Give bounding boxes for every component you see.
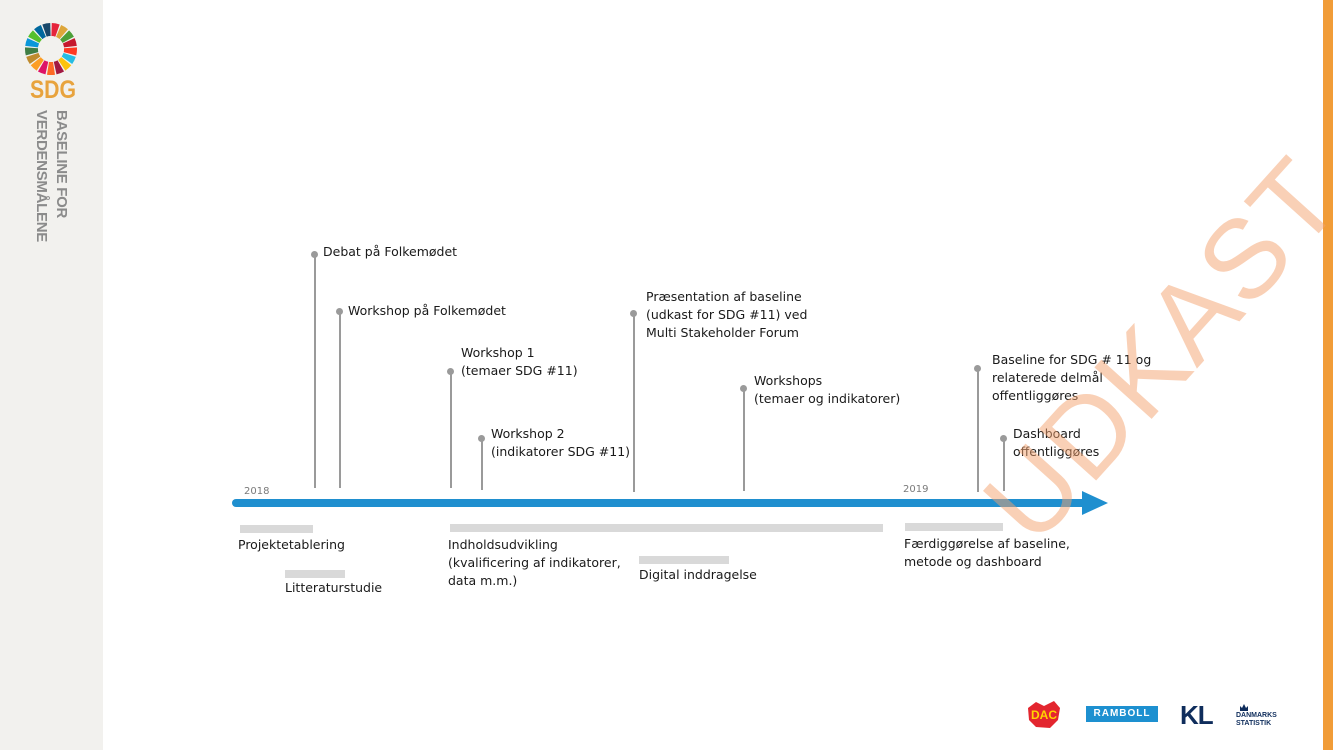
sdg-logo-text: SDG bbox=[30, 76, 77, 104]
sdg-wheel-segment bbox=[34, 25, 46, 40]
sdg-wheel-segment bbox=[63, 47, 77, 56]
dst-line-1: DANMARKS bbox=[1236, 712, 1277, 719]
milestone-pin bbox=[633, 313, 635, 492]
sdg-wheel-segment bbox=[42, 23, 51, 37]
phase-label: Indholdsudvikling bbox=[448, 537, 558, 552]
milestone-dot bbox=[336, 308, 343, 315]
year-label-2019: 2019 bbox=[903, 484, 929, 495]
accent-bar bbox=[1323, 0, 1333, 750]
sdg-wheel-segment bbox=[51, 23, 60, 37]
milestone-dot bbox=[740, 385, 747, 392]
phase-label: Litteraturstudie bbox=[285, 580, 383, 595]
sdg-subtitle: BASELINE FOR VERDENSMÅLENE bbox=[30, 110, 76, 242]
subtitle-line-1: BASELINE FOR bbox=[53, 110, 70, 219]
subtitle-line-2: VERDENSMÅLENE bbox=[33, 110, 50, 242]
milestone-label: Debat på Folkemødet bbox=[323, 244, 458, 259]
milestone-dot bbox=[630, 310, 637, 317]
sdg-wheel-segment bbox=[46, 61, 56, 75]
phase-label: metode og dashboard bbox=[904, 554, 1042, 569]
milestone-label: offentliggøres bbox=[992, 388, 1079, 403]
milestone-pin bbox=[743, 388, 745, 491]
milestone-dot bbox=[1000, 435, 1007, 442]
phase-label: Digital inddragelse bbox=[639, 567, 757, 582]
milestone-label: Præsentation af baseline bbox=[646, 289, 802, 304]
milestone-label: relaterede delmål bbox=[992, 370, 1103, 385]
dac-logo-text: DAC bbox=[1031, 708, 1057, 722]
sdg-wheel-segment bbox=[30, 57, 44, 71]
sdg-wheel-segment bbox=[58, 57, 72, 71]
phase-label: data m.m.) bbox=[448, 573, 518, 588]
milestone-label: (temaer og indikatorer) bbox=[754, 391, 901, 406]
sdg-wheel-segment bbox=[28, 30, 42, 43]
phase-label: (kvalificering af indikatorer, bbox=[448, 555, 621, 570]
sdg-wheel-segment bbox=[56, 25, 68, 40]
milestone-dot bbox=[311, 251, 318, 258]
milestone-label: (indikatorer SDG #11) bbox=[491, 444, 631, 459]
milestone-dot bbox=[478, 435, 485, 442]
phase-bar bbox=[639, 556, 729, 564]
milestone-label: Workshop på Folkemødet bbox=[348, 303, 506, 318]
sdg-wheel-segment bbox=[60, 30, 74, 43]
milestone-pin bbox=[481, 438, 483, 490]
phase-label: Projektetablering bbox=[238, 537, 345, 552]
milestone-label: Workshop 2 bbox=[491, 426, 565, 441]
phase-bar bbox=[240, 525, 313, 533]
milestone-dot bbox=[447, 368, 454, 375]
dst-line-2: STATISTIK bbox=[1236, 720, 1272, 727]
sdg-wheel-segment bbox=[26, 52, 41, 65]
kl-logo: KL bbox=[1180, 700, 1214, 730]
milestone-pin bbox=[314, 254, 316, 488]
sdg-wheel-segment bbox=[61, 52, 76, 65]
milestone-label: Multi Stakeholder Forum bbox=[646, 325, 799, 340]
milestone-label: (temaer SDG #11) bbox=[461, 363, 578, 378]
milestone-label: Workshops bbox=[754, 373, 823, 388]
dac-logo: DAC bbox=[1026, 700, 1062, 730]
milestone-label: Dashboard bbox=[1013, 426, 1081, 441]
sdg-wheel-segment bbox=[37, 60, 49, 75]
milestone-dot bbox=[974, 365, 981, 372]
milestone-label: offentliggøres bbox=[1013, 444, 1100, 459]
ramboll-logo: RAMBOLL bbox=[1086, 706, 1158, 722]
sdg-wheel-segment bbox=[25, 47, 39, 56]
year-label-2018: 2018 bbox=[244, 486, 270, 497]
milestone-label: (udkast for SDG #11) ved bbox=[646, 307, 808, 322]
sdg-wheel-segment bbox=[53, 60, 65, 75]
milestone-pin bbox=[1003, 438, 1005, 491]
sdg-wheel-segment bbox=[25, 38, 40, 48]
milestone-pin bbox=[450, 371, 452, 488]
sdg-wheel-segment bbox=[62, 38, 77, 48]
milestone-label: Baseline for SDG # 11 og bbox=[992, 352, 1152, 367]
sdg-wheel-icon bbox=[25, 23, 77, 75]
sidebar bbox=[0, 0, 103, 750]
phase-bar bbox=[450, 524, 883, 532]
milestone-pin bbox=[339, 311, 341, 488]
phase-label: Færdiggørelse af baseline, bbox=[904, 536, 1070, 551]
milestone-pin bbox=[977, 368, 979, 492]
phase-bar bbox=[285, 570, 345, 578]
danmarks-statistik-logo: DANMARKS STATISTIK bbox=[1236, 703, 1286, 727]
milestone-label: Workshop 1 bbox=[461, 345, 535, 360]
phase-bar bbox=[905, 523, 1003, 531]
crown-icon bbox=[1240, 704, 1248, 711]
